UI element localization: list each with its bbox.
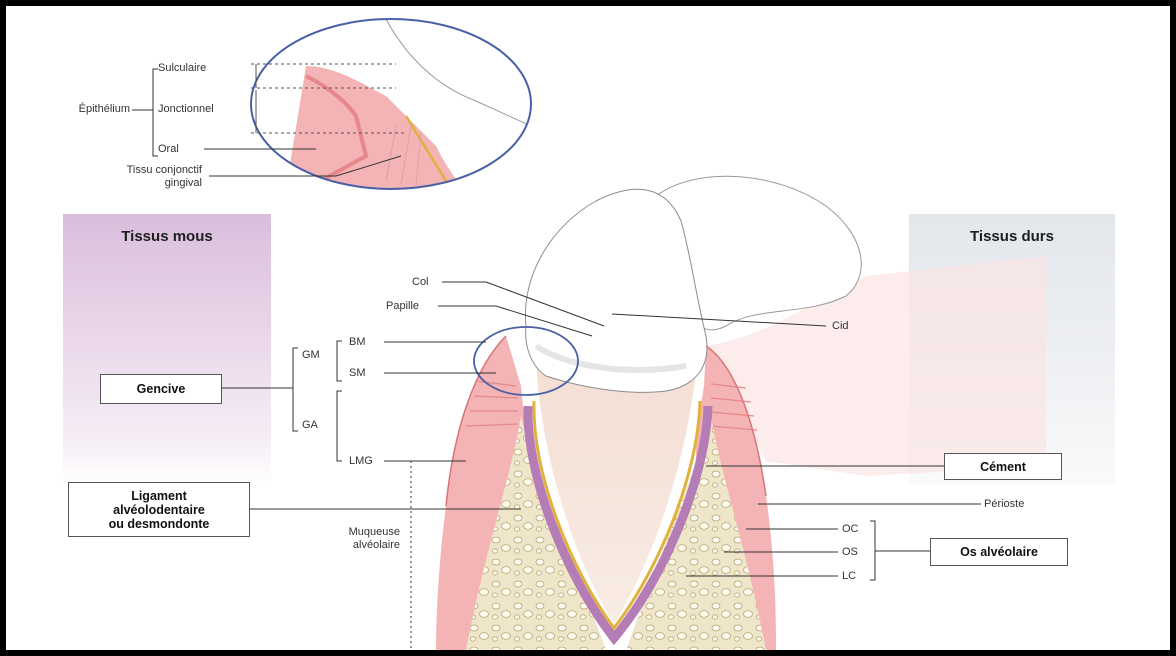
box-cement: Cément — [944, 453, 1062, 480]
label-col: Col — [412, 276, 429, 289]
label-lmg: LMG — [349, 455, 373, 468]
box-ligament-line2: alvéolodentaire — [113, 503, 205, 517]
label-tissu-conjonctif-line1: Tissu conjonctif — [127, 164, 202, 176]
label-gm: GM — [302, 349, 320, 362]
label-perioste: Périoste — [984, 498, 1024, 511]
label-os: OS — [842, 546, 858, 559]
box-ligament-text: Ligament alvéolodentaire ou desmondonte — [109, 489, 210, 531]
label-sulculaire: Sulculaire — [158, 62, 206, 75]
tooth-crown — [525, 189, 706, 392]
label-oc: OC — [842, 523, 859, 536]
diagram-frame: Tissus mous Tissus durs — [6, 6, 1170, 650]
label-muqueuse-line2: alvéolaire — [353, 539, 400, 551]
label-oral: Oral — [158, 143, 179, 156]
box-ligament-line3: ou desmondonte — [109, 517, 210, 531]
os-bracket — [870, 521, 875, 580]
box-os-alveolaire: Os alvéolaire — [930, 538, 1068, 566]
label-ga: GA — [302, 419, 318, 432]
label-lc: LC — [842, 570, 856, 583]
inset-detail — [251, 19, 531, 189]
label-bm: BM — [349, 336, 366, 349]
box-ligament-line1: Ligament — [131, 489, 187, 503]
gm-ga-bracket — [293, 348, 298, 431]
label-jonctionnel: Jonctionnel — [158, 103, 214, 116]
label-muqueuse-alveolaire: Muqueuse alvéolaire — [290, 526, 400, 552]
label-tissu-conjonctif: Tissu conjonctif gingival — [72, 164, 202, 190]
label-cid: Cid — [832, 320, 849, 333]
gm-bracket — [337, 341, 342, 381]
ga-bracket — [337, 391, 342, 461]
label-epithelium: Épithélium — [64, 103, 130, 116]
box-ligament: Ligament alvéolodentaire ou desmondonte — [68, 482, 250, 537]
label-papille: Papille — [386, 300, 419, 313]
label-sm: SM — [349, 367, 366, 380]
label-muqueuse-line1: Muqueuse — [349, 526, 400, 538]
box-gencive: Gencive — [100, 374, 222, 404]
label-tissu-conjonctif-line2: gingival — [165, 177, 202, 189]
